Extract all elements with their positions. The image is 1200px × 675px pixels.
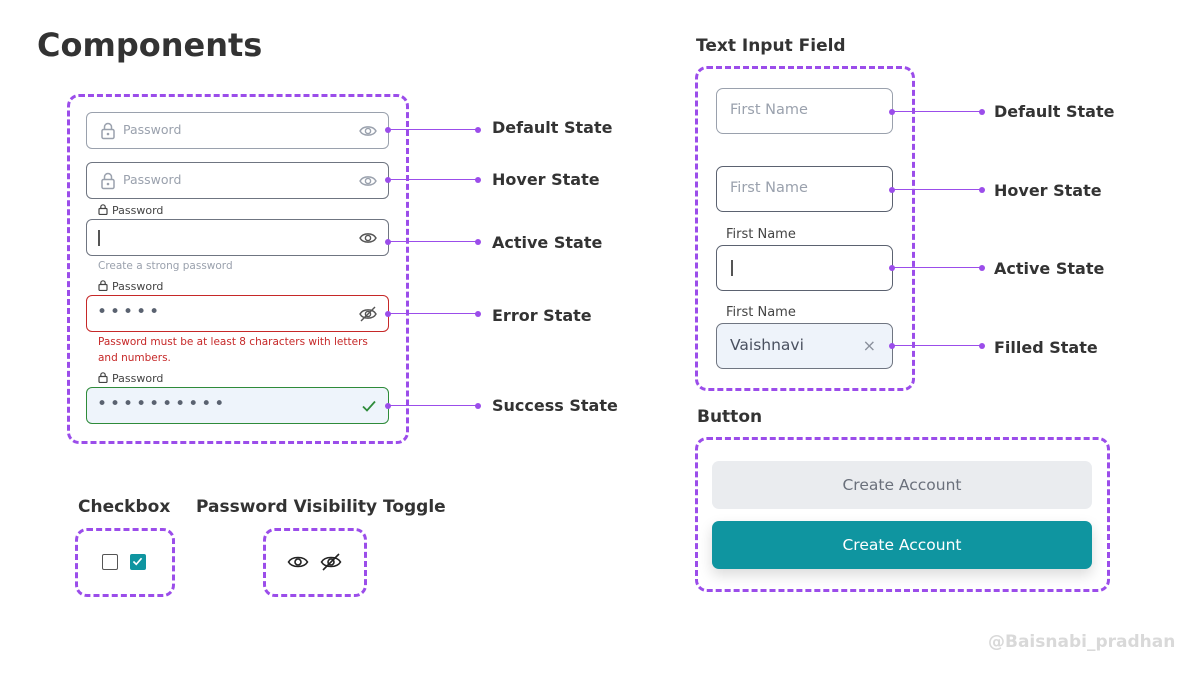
checkbox-container xyxy=(75,528,175,597)
connector-dot xyxy=(979,187,985,193)
password-placeholder: Password xyxy=(123,172,182,187)
connector-dot xyxy=(979,343,985,349)
visibility-toggle-title: Password Visibility Toggle xyxy=(196,497,446,517)
text-field-filled[interactable]: Vaishnavi × xyxy=(716,323,893,369)
checkbox-checked[interactable] xyxy=(130,554,146,570)
create-account-button[interactable]: Create Account xyxy=(712,521,1092,569)
text-field-label: First Name xyxy=(726,305,796,320)
connector-line xyxy=(892,267,982,268)
state-label-default: Default State xyxy=(994,102,1115,121)
text-field-placeholder: First Name xyxy=(730,102,808,118)
connector-dot xyxy=(889,265,895,271)
state-label-error: Error State xyxy=(492,306,592,325)
connector-dot xyxy=(475,127,481,133)
password-states-container xyxy=(67,94,409,444)
text-field-placeholder: First Name xyxy=(730,180,808,196)
label-text: Password xyxy=(112,204,164,217)
connector-line xyxy=(388,241,478,242)
button-container xyxy=(695,437,1110,592)
connector-dot xyxy=(475,177,481,183)
label-text: Password xyxy=(112,372,164,385)
eye-icon[interactable] xyxy=(359,230,377,246)
text-cursor xyxy=(98,230,100,246)
text-field-label: First Name xyxy=(726,227,796,242)
eye-icon[interactable] xyxy=(359,173,377,189)
text-field-default[interactable]: First Name xyxy=(716,88,893,134)
eye-icon[interactable] xyxy=(359,123,377,139)
connector-dot xyxy=(475,311,481,317)
eye-off-icon[interactable] xyxy=(359,306,377,322)
masked-password: ••••• xyxy=(97,302,163,322)
watermark: @Baisnabi_pradhan xyxy=(988,632,1176,652)
connector-dot xyxy=(979,265,985,271)
state-label-active: Active State xyxy=(492,233,603,252)
password-field-success[interactable]: •••••••••• xyxy=(86,387,389,424)
visibility-toggle-container xyxy=(263,528,367,597)
state-label-default: Default State xyxy=(492,118,613,137)
label-text: Password xyxy=(112,280,164,293)
button-section-title: Button xyxy=(697,407,763,427)
lock-icon xyxy=(98,372,108,383)
password-error-message: Password must be at least 8 characters w… xyxy=(98,336,368,364)
text-input-container xyxy=(695,66,915,391)
text-cursor xyxy=(731,260,733,276)
eye-off-icon[interactable] xyxy=(320,553,342,571)
password-placeholder: Password xyxy=(123,122,182,137)
connector-dot xyxy=(475,239,481,245)
state-label-filled: Filled State xyxy=(994,338,1098,357)
connector-dot xyxy=(475,403,481,409)
checkbox-section-title: Checkbox xyxy=(78,497,171,517)
connector-dot xyxy=(979,109,985,115)
state-label-hover: Hover State xyxy=(994,181,1102,200)
lock-icon xyxy=(98,280,108,291)
connector-line xyxy=(892,345,982,346)
connector-line xyxy=(388,313,478,314)
text-field-value: Vaishnavi xyxy=(730,336,804,354)
connector-line xyxy=(892,189,982,190)
password-helper-text: Create a strong password xyxy=(98,260,233,272)
password-field-label: Password xyxy=(98,372,163,385)
state-label-success: Success State xyxy=(492,396,618,415)
lock-icon xyxy=(101,122,115,140)
connector-dot xyxy=(889,187,895,193)
state-label-hover: Hover State xyxy=(492,170,600,189)
connector-dot xyxy=(385,239,391,245)
state-label-active: Active State xyxy=(994,259,1105,278)
connector-dot xyxy=(385,311,391,317)
connector-line xyxy=(388,179,478,180)
connector-dot xyxy=(889,109,895,115)
connector-dot xyxy=(889,343,895,349)
password-field-active[interactable] xyxy=(86,219,389,256)
checkmark-icon xyxy=(362,400,376,412)
create-account-button-disabled[interactable]: Create Account xyxy=(712,461,1092,509)
eye-icon[interactable] xyxy=(287,553,309,571)
connector-dot xyxy=(385,403,391,409)
checkmark-icon xyxy=(132,557,143,566)
connector-dot xyxy=(385,177,391,183)
password-field-error[interactable]: ••••• xyxy=(86,295,389,332)
password-field-default[interactable]: Password xyxy=(86,112,389,149)
text-field-active[interactable] xyxy=(716,245,893,291)
masked-password: •••••••••• xyxy=(97,394,228,414)
clear-icon[interactable]: × xyxy=(862,336,876,355)
password-field-label: Password xyxy=(98,280,163,293)
password-field-hover[interactable]: Password xyxy=(86,162,389,199)
checkbox-unchecked[interactable] xyxy=(102,554,118,570)
text-input-section-title: Text Input Field xyxy=(696,36,846,56)
page-title: Components xyxy=(37,26,263,64)
text-field-hover[interactable]: First Name xyxy=(716,166,893,212)
lock-icon xyxy=(101,172,115,190)
connector-line xyxy=(388,129,478,130)
connector-dot xyxy=(385,127,391,133)
lock-icon xyxy=(98,204,108,215)
connector-line xyxy=(388,405,478,406)
connector-line xyxy=(892,111,982,112)
password-field-label: Password xyxy=(98,204,163,217)
